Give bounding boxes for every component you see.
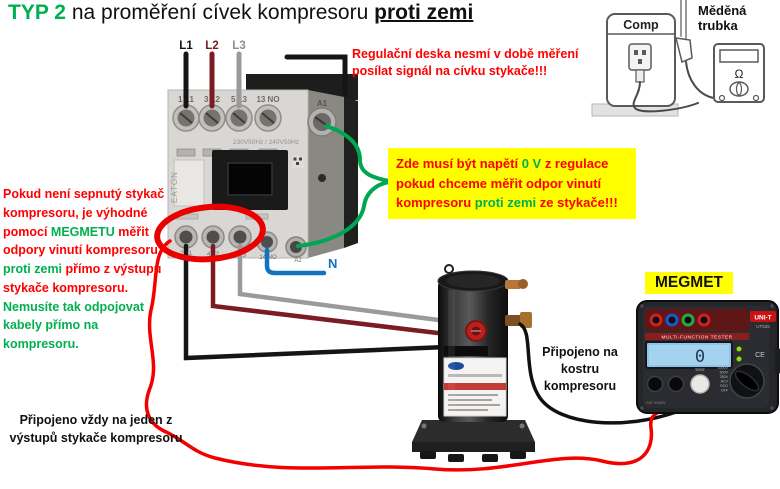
- yellow-note-text3: ze stykače!!!: [536, 195, 618, 210]
- terminal-label-A2: A2: [294, 258, 302, 264]
- brand-text: UNI-T: [754, 315, 771, 322]
- led-indicator-2: [736, 356, 742, 362]
- green-pointer-A2: [296, 180, 391, 248]
- frame-connection-note: Připojeno na kostru kompresoru: [542, 345, 618, 393]
- yellow-note-proti-zemi: proti zemi: [474, 195, 537, 210]
- contactor-bottom-terminals: [174, 225, 307, 258]
- megmet-device: UNI-T UT526 MULTI-FUNCTION TESTER 0 TEST…: [636, 300, 780, 414]
- measurement-leads: [144, 239, 688, 472]
- compressor-photo: [412, 264, 535, 462]
- dial-label-5: OFF: [721, 389, 729, 393]
- left-note-text2: měřit odpory vinutí kompresoru: [3, 224, 158, 258]
- neutral-label: N: [328, 256, 338, 271]
- copper-fitting-top: [505, 280, 521, 289]
- comp-measurement-sketch: Comp Ω: [591, 0, 765, 117]
- yellow-note-0v: 0 V: [521, 156, 542, 171]
- ce-mark: CE: [755, 352, 765, 359]
- left-note-text3: přímo z výstupu stykače kompresoru.: [3, 262, 162, 295]
- left-note-proti-zemi: proti zemi: [3, 262, 63, 276]
- green-pointer-A1: [324, 124, 391, 183]
- yellow-note: Zde musí být napětí 0 V z regulace pokud…: [388, 148, 636, 219]
- comp-box-label: Comp: [623, 18, 659, 32]
- contactor-brand-text: EATON: [170, 171, 179, 203]
- output-connection-note: Připojeno vždy na jeden z výstupů stykač…: [9, 413, 183, 445]
- brand-badge: [750, 311, 776, 322]
- test-lead-ports: [649, 313, 711, 327]
- function-button-2: [667, 375, 685, 393]
- page-title: TYP 2 na proměření cívek kompresoru prot…: [8, 1, 473, 25]
- left-note-text1: Pokud není sepnutý stykač kompresoru, je…: [3, 187, 165, 239]
- test-button: [690, 374, 710, 394]
- test-button-label: TEST: [695, 367, 706, 372]
- sketch-lead-2: [685, 61, 715, 99]
- title-underlined: proti zemi: [374, 1, 474, 24]
- terminal-plug-sketch: [628, 43, 652, 71]
- dial-label-0: 1000V: [718, 366, 729, 370]
- device-title-text: MULTI-FUNCTION TESTER: [661, 335, 732, 341]
- sketch-lead-1: [632, 81, 699, 113]
- lcd-value: 0: [695, 347, 705, 367]
- red-highlight-ellipse: [154, 203, 266, 263]
- tube-clip-sketch: [675, 37, 693, 64]
- megmet-caption: MEGMET: [645, 272, 734, 294]
- dial-label-4: RCD: [720, 384, 728, 388]
- lead-frame-black: [518, 322, 678, 425]
- function-button-1: [646, 375, 664, 393]
- regulation-warning: Regulační deska nesmí v době měření posí…: [352, 46, 578, 80]
- phase-label-L3: L3: [232, 40, 246, 52]
- terminal-label-13NO: 13 NO: [256, 95, 279, 104]
- wire-coil-signal: [284, 54, 348, 97]
- title-type: TYP 2: [8, 1, 66, 24]
- contactor-wires: [154, 51, 449, 361]
- yellow-note-text2: z regulace pokud chceme měřit odpor vinu…: [396, 156, 609, 210]
- model-text: UT526: [756, 324, 770, 329]
- regulation-warning-line1: Regulační deska nesmí v době měření: [352, 47, 579, 61]
- copper-tube-label: Měděná trubka: [698, 3, 747, 33]
- dial-label-3: ACV: [721, 380, 729, 384]
- lift-ring: [444, 264, 454, 274]
- phase-label-L2: L2: [205, 40, 219, 52]
- phase-label-L1: L1: [179, 40, 193, 52]
- left-note-megmetu: MEGMETU: [50, 224, 115, 239]
- wire-neutral: [264, 247, 327, 276]
- contactor-top-terminals: [172, 104, 337, 137]
- left-note-text4: Nemusíte tak odpojovat kabely přímo na k…: [3, 299, 144, 352]
- lead-output-red: [144, 239, 688, 472]
- safety-rating-text: CAT III 600V: [646, 401, 666, 405]
- dial-label-1: 500V: [720, 371, 729, 375]
- left-note: Pokud není sepnutý stykač kompresoru, je…: [3, 185, 166, 354]
- ohm-symbol: Ω: [735, 67, 744, 81]
- wire-out-gray: [237, 243, 449, 324]
- terminal-label-A1: A1: [317, 99, 328, 108]
- contactor-voltage-text: 230V50Hz / 240V50Hz: [233, 139, 299, 146]
- dial-label-2: 250V: [720, 375, 729, 379]
- led-indicator-1: [736, 346, 742, 352]
- regulation-warning-line2: posílat signál na cívku stykače!!!: [352, 63, 548, 78]
- wire-out-black: [183, 243, 449, 361]
- wire-out-darkred: [210, 243, 449, 337]
- yellow-note-text: Zde musí být napětí: [396, 156, 522, 171]
- title-middle: na proměření cívek kompresoru: [65, 1, 375, 24]
